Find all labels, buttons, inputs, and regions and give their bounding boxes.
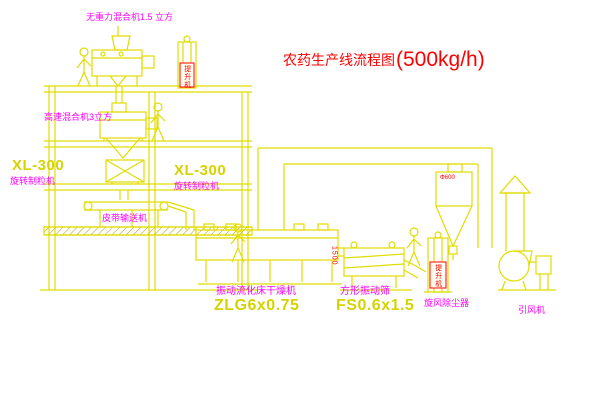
cyclone-separator-graphic xyxy=(435,163,473,260)
label-granulator-left: 旋转制粒机 xyxy=(10,176,56,186)
rotary-granulator-graphic xyxy=(105,159,145,200)
belt-conveyor-graphic xyxy=(83,201,195,230)
dimension-screen-feed: 1500 xyxy=(330,246,338,266)
hoist-bottom-panel xyxy=(429,261,447,289)
label-xl300-left: XL-300 xyxy=(12,157,65,174)
dimension-cyclone: Φ600 xyxy=(440,175,455,181)
hoist-bottom-text: 提升机 xyxy=(434,264,442,288)
label-granulator-center: 旋转制粒机 xyxy=(174,181,220,191)
worker-figure xyxy=(150,102,166,142)
induced-draft-fan-graphic xyxy=(498,250,556,291)
exhaust-duct-graphic xyxy=(257,147,493,248)
fluid-bed-dryer-graphic xyxy=(195,223,342,285)
title-capacity: (500kg/h) xyxy=(396,48,485,71)
label-xl300-center: XL-300 xyxy=(174,162,227,179)
high-speed-mixer-graphic xyxy=(99,102,158,159)
label-dryer-model: ZLG6x0.75 xyxy=(214,297,300,314)
label-screen-name: 方形振动筛 xyxy=(340,286,390,297)
vibrating-screen-graphic xyxy=(338,241,427,291)
exhaust-stack-graphic xyxy=(498,175,532,251)
label-gravity-mixer: 无重力混合机1.5 立方 xyxy=(86,12,174,22)
hoist-top-text: 提升机 xyxy=(183,65,191,89)
worker-figure xyxy=(406,227,422,267)
worker-figure xyxy=(76,47,92,87)
label-cyclone: 旋风除尘器 xyxy=(424,298,470,308)
diagram-title: 农药生产线流程图 (500kg/h) xyxy=(283,48,485,72)
building-frame xyxy=(40,85,258,291)
label-fan: 引风机 xyxy=(518,305,546,315)
gravity-mixer-graphic xyxy=(91,26,155,103)
title-text: 农药生产线流程图 xyxy=(283,52,395,68)
label-high-speed-mixer: 高速混合机3立方 xyxy=(44,112,113,122)
label-belt-conveyor: 皮带输送机 xyxy=(102,213,148,223)
label-dryer-name: 振动流化床干燥机 xyxy=(216,286,296,297)
label-screen-model: FS0.6x1.5 xyxy=(336,297,415,314)
hoist-top-panel xyxy=(179,62,195,88)
